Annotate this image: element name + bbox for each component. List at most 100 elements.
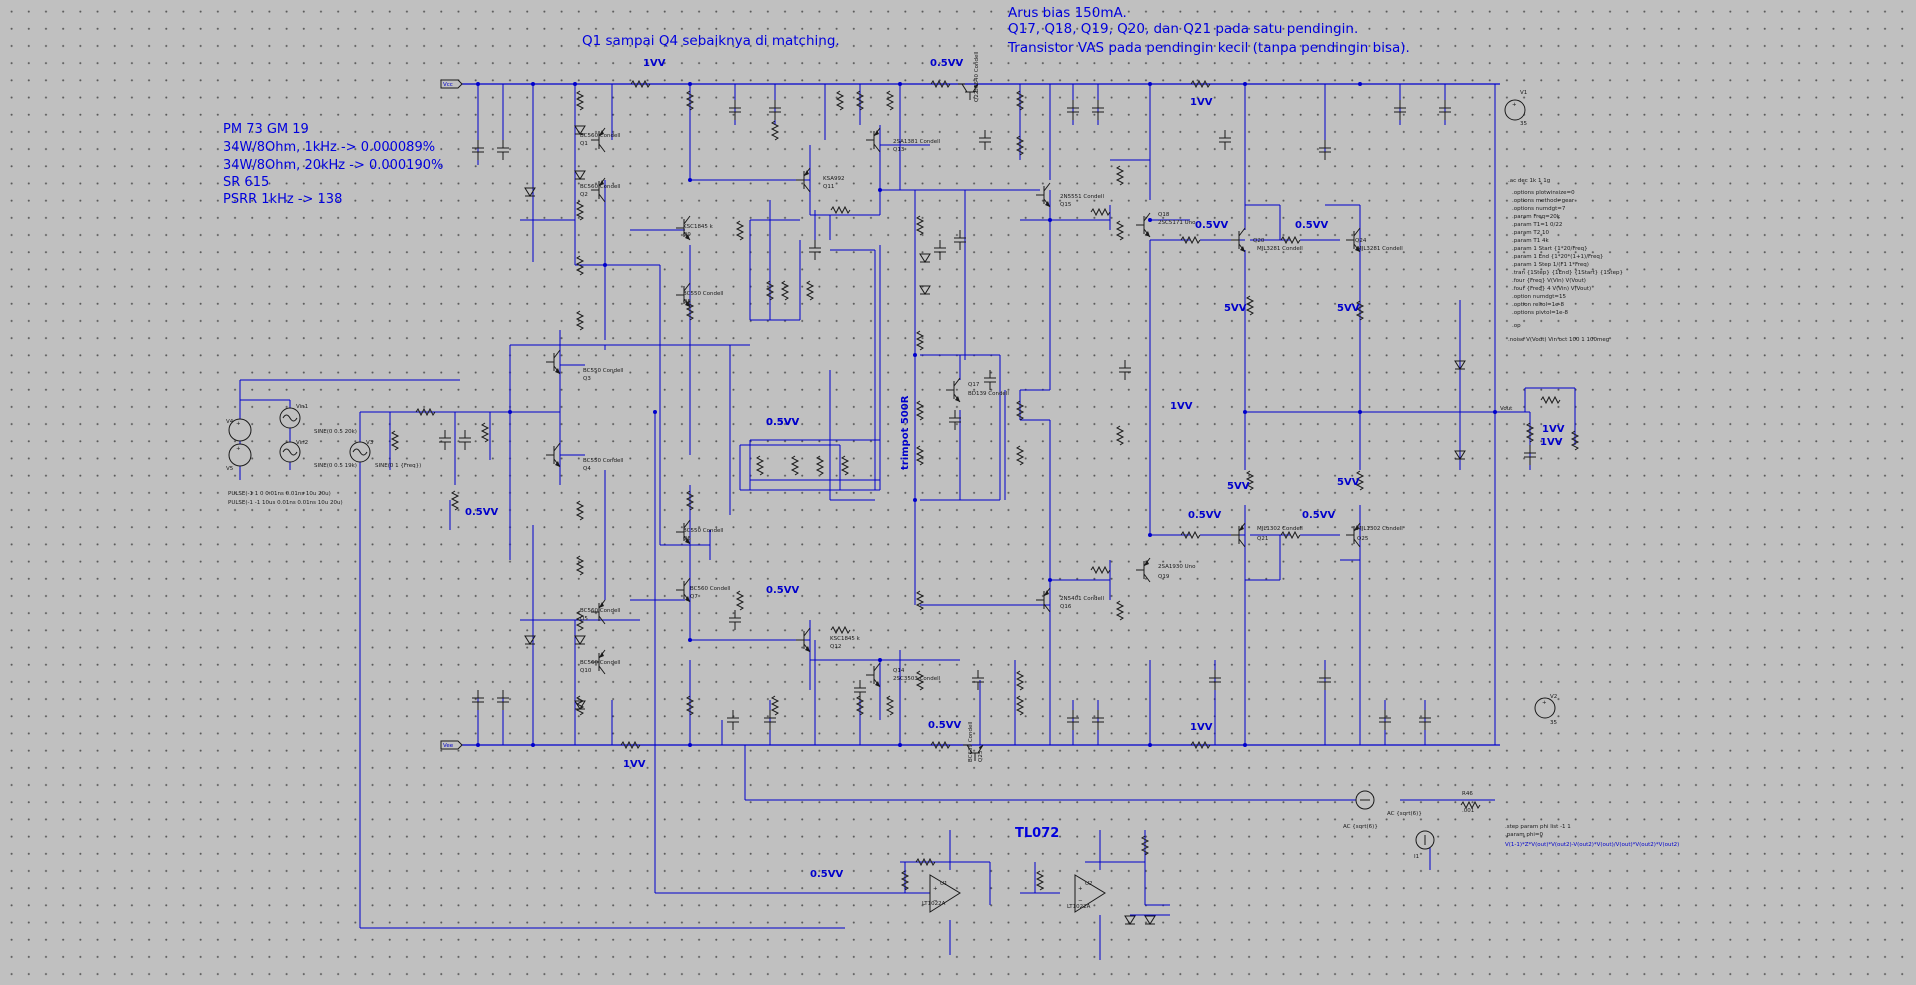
resistor-symbol[interactable] (885, 90, 895, 111)
opamp-u2[interactable]: + − (1074, 874, 1106, 913)
capacitor-symbol[interactable] (729, 100, 741, 120)
resistor-symbol[interactable] (630, 79, 651, 89)
resistor-symbol[interactable] (415, 407, 436, 417)
resistor-symbol[interactable] (480, 422, 490, 443)
resistor-symbol[interactable] (915, 445, 925, 466)
transistor-symbol[interactable] (591, 599, 606, 625)
transistor-symbol[interactable] (796, 627, 811, 653)
capacitor-symbol[interactable] (854, 680, 866, 700)
resistor-symbol[interactable] (1280, 530, 1301, 540)
resistor-symbol[interactable] (575, 695, 585, 716)
resistor-symbol[interactable] (1015, 135, 1025, 156)
resistor-symbol[interactable] (885, 695, 895, 716)
transistor-symbol[interactable] (958, 83, 979, 100)
diode-symbol[interactable] (574, 170, 586, 180)
transistor-symbol[interactable] (1136, 212, 1151, 238)
capacitor-symbol[interactable] (1067, 710, 1079, 730)
source-vin2[interactable] (279, 441, 301, 463)
resistor-symbol[interactable] (915, 857, 936, 867)
resistor-symbol[interactable] (840, 455, 850, 476)
resistor-symbol[interactable] (685, 300, 695, 321)
transistor-symbol[interactable] (946, 377, 961, 403)
resistor-symbol[interactable] (1460, 800, 1481, 810)
resistor-symbol[interactable] (1015, 670, 1025, 691)
resistor-symbol[interactable] (830, 625, 851, 635)
resistor-symbol[interactable] (1115, 220, 1125, 241)
resistor-symbol[interactable] (1090, 565, 1111, 575)
resistor-symbol[interactable] (1090, 207, 1111, 217)
resistor-symbol[interactable] (1245, 295, 1255, 316)
supply-v1[interactable]: + (1504, 99, 1526, 121)
resistor-symbol[interactable] (1140, 835, 1150, 856)
diode-symbol[interactable] (1454, 450, 1466, 460)
source-v5[interactable]: + (228, 443, 252, 467)
resistor-symbol[interactable] (915, 215, 925, 236)
resistor-symbol[interactable] (915, 590, 925, 611)
diode-symbol[interactable] (1144, 915, 1156, 925)
resistor-symbol[interactable] (770, 120, 780, 141)
resistor-symbol[interactable] (1035, 870, 1045, 891)
resistor-symbol[interactable] (930, 740, 951, 750)
transistor-symbol[interactable] (1136, 557, 1151, 583)
transistor-symbol[interactable] (546, 442, 561, 468)
resistor-symbol[interactable] (1115, 600, 1125, 621)
diode-symbol[interactable] (1454, 360, 1466, 370)
capacitor-symbol[interactable] (472, 690, 484, 710)
transistor-symbol[interactable] (1231, 522, 1246, 548)
opamp-u1[interactable]: + − (929, 874, 961, 913)
capacitor-symbol[interactable] (1394, 100, 1406, 120)
resistor-symbol[interactable] (770, 695, 780, 716)
resistor-symbol[interactable] (575, 90, 585, 111)
capacitor-symbol[interactable] (972, 670, 984, 690)
resistor-symbol[interactable] (755, 455, 765, 476)
resistor-symbol[interactable] (915, 330, 925, 351)
capacitor-symbol[interactable] (984, 370, 996, 390)
resistor-symbol[interactable] (1355, 470, 1365, 491)
capacitor-symbol[interactable] (934, 240, 946, 260)
source-vin1[interactable] (279, 407, 301, 429)
capacitor-symbol[interactable] (954, 230, 966, 250)
resistor-symbol[interactable] (1115, 165, 1125, 186)
capacitor-symbol[interactable] (809, 240, 821, 260)
transistor-symbol[interactable] (676, 519, 691, 545)
capacitor-symbol[interactable] (1439, 100, 1451, 120)
capacitor-symbol[interactable] (1379, 710, 1391, 730)
supply-v2[interactable]: + (1534, 697, 1556, 719)
resistor-symbol[interactable] (830, 205, 851, 215)
resistor-symbol[interactable] (835, 90, 845, 111)
diode-symbol[interactable] (524, 635, 536, 645)
capacitor-symbol[interactable] (1419, 710, 1431, 730)
resistor-symbol[interactable] (855, 695, 865, 716)
resistor-symbol[interactable] (1115, 425, 1125, 446)
resistor-symbol[interactable] (575, 500, 585, 521)
transistor-symbol[interactable] (1231, 227, 1246, 253)
capacitor-symbol[interactable] (1067, 100, 1079, 120)
resistor-symbol[interactable] (450, 490, 460, 511)
transistor-symbol[interactable] (676, 577, 691, 603)
capacitor-symbol[interactable] (1219, 130, 1231, 150)
resistor-symbol[interactable] (790, 455, 800, 476)
diode-symbol[interactable] (574, 700, 586, 710)
resistor-symbol[interactable] (1180, 235, 1201, 245)
capacitor-symbol[interactable] (1092, 710, 1104, 730)
resistor-symbol[interactable] (815, 455, 825, 476)
transistor-symbol[interactable] (866, 662, 881, 688)
transistor-symbol[interactable] (676, 215, 691, 241)
capacitor-symbol[interactable] (497, 140, 509, 160)
capacitor-symbol[interactable] (1119, 360, 1131, 380)
resistor-symbol[interactable] (1540, 395, 1561, 405)
capacitor-symbol[interactable] (1319, 140, 1331, 160)
resistor-symbol[interactable] (575, 255, 585, 276)
resistor-symbol[interactable] (1015, 400, 1025, 421)
source-v4[interactable]: + (228, 418, 252, 442)
capacitor-symbol[interactable] (1319, 670, 1331, 690)
source-v3[interactable] (349, 441, 371, 463)
resistor-symbol[interactable] (685, 90, 695, 111)
diode-symbol[interactable] (524, 187, 536, 197)
resistor-symbol[interactable] (575, 555, 585, 576)
transistor-symbol[interactable] (1036, 587, 1051, 613)
capacitor-symbol[interactable] (727, 710, 739, 730)
resistor-symbol[interactable] (735, 220, 745, 241)
resistor-symbol[interactable] (575, 610, 585, 631)
capacitor-symbol[interactable] (439, 430, 451, 450)
